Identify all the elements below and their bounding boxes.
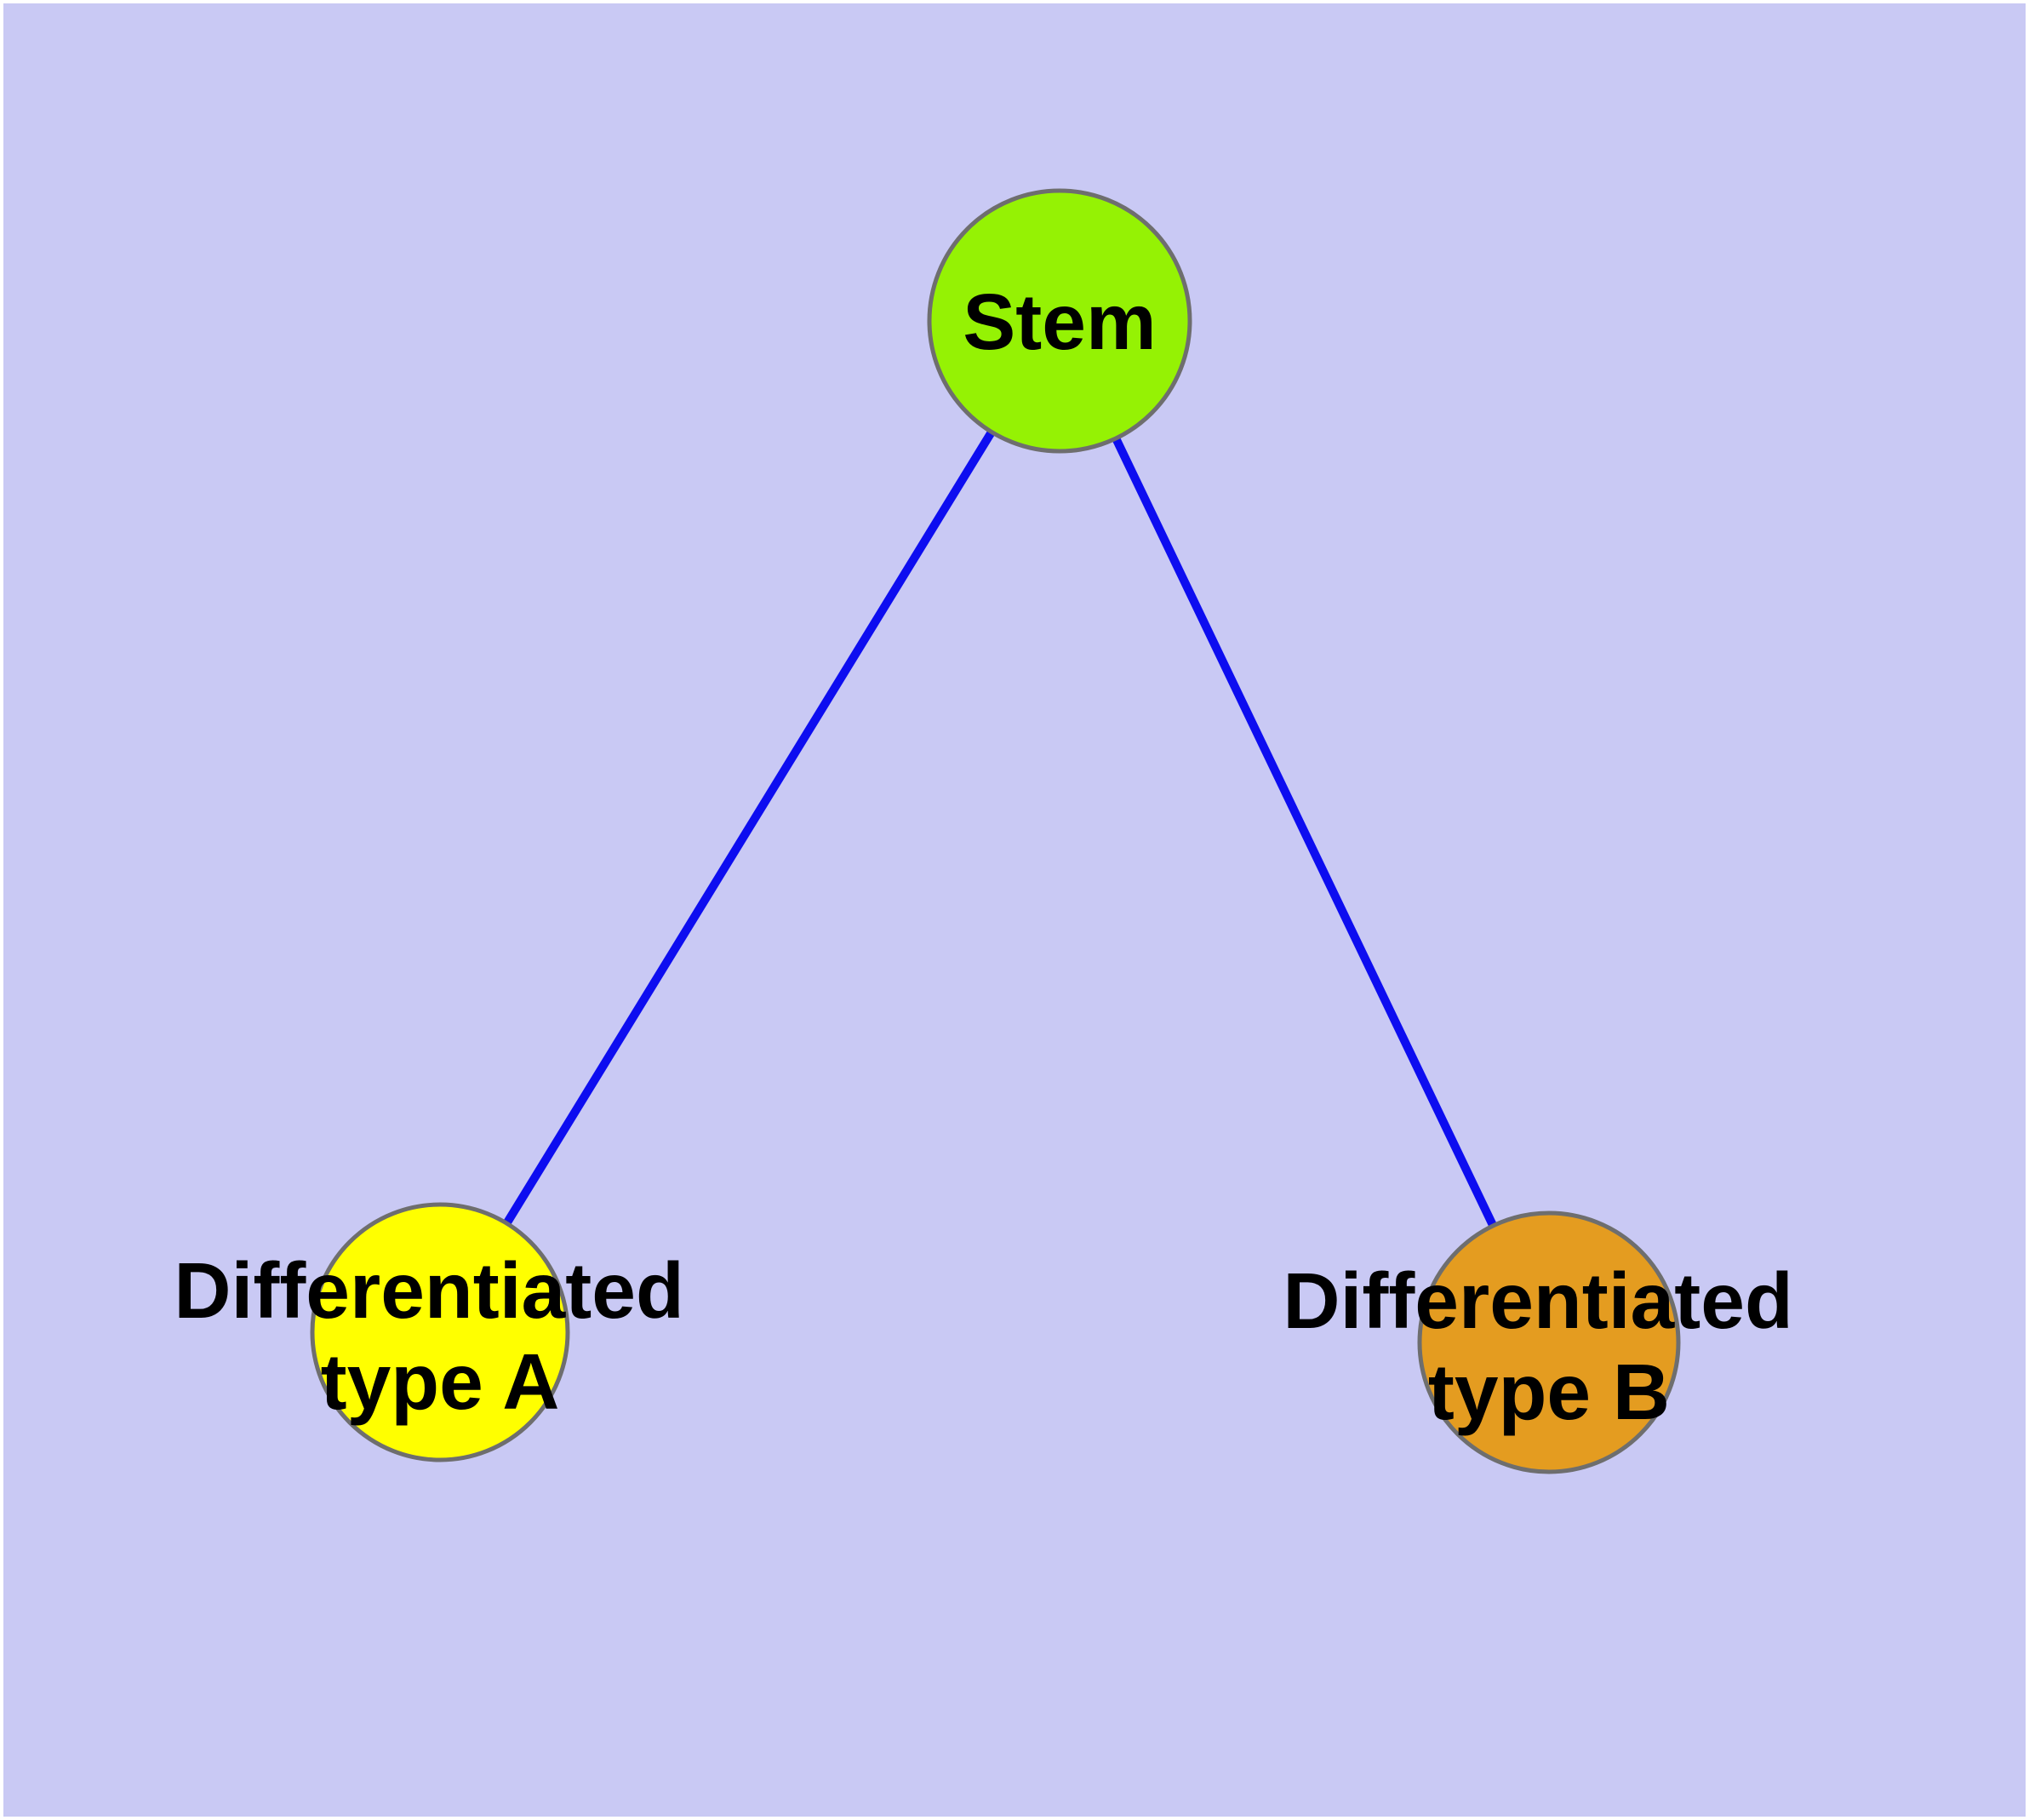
node-differentiated-type-a: Differentiated type A (174, 1202, 706, 1462)
node-type-b-label: Differentiated type B (1283, 1256, 1815, 1436)
node-type-a-label-line2: type A (321, 1337, 560, 1426)
node-type-a-label-line1: Differentiated (174, 1246, 683, 1335)
node-type-b-circle (1417, 1210, 1681, 1474)
node-type-a-circle (310, 1202, 570, 1462)
edge-stem-to-type-b (1055, 318, 1553, 1345)
node-differentiated-type-b: Differentiated type B (1283, 1210, 1815, 1474)
node-stem-label: Stem (963, 278, 1156, 366)
node-type-a-label: Differentiated type A (174, 1246, 706, 1426)
node-stem-circle (927, 188, 1192, 454)
node-type-b-label-line1: Differentiated (1283, 1256, 1792, 1345)
node-stem: Stem (927, 188, 1192, 454)
edge-stem-to-type-a (436, 318, 1064, 1335)
node-type-b-label-line2: type B (1428, 1348, 1670, 1436)
